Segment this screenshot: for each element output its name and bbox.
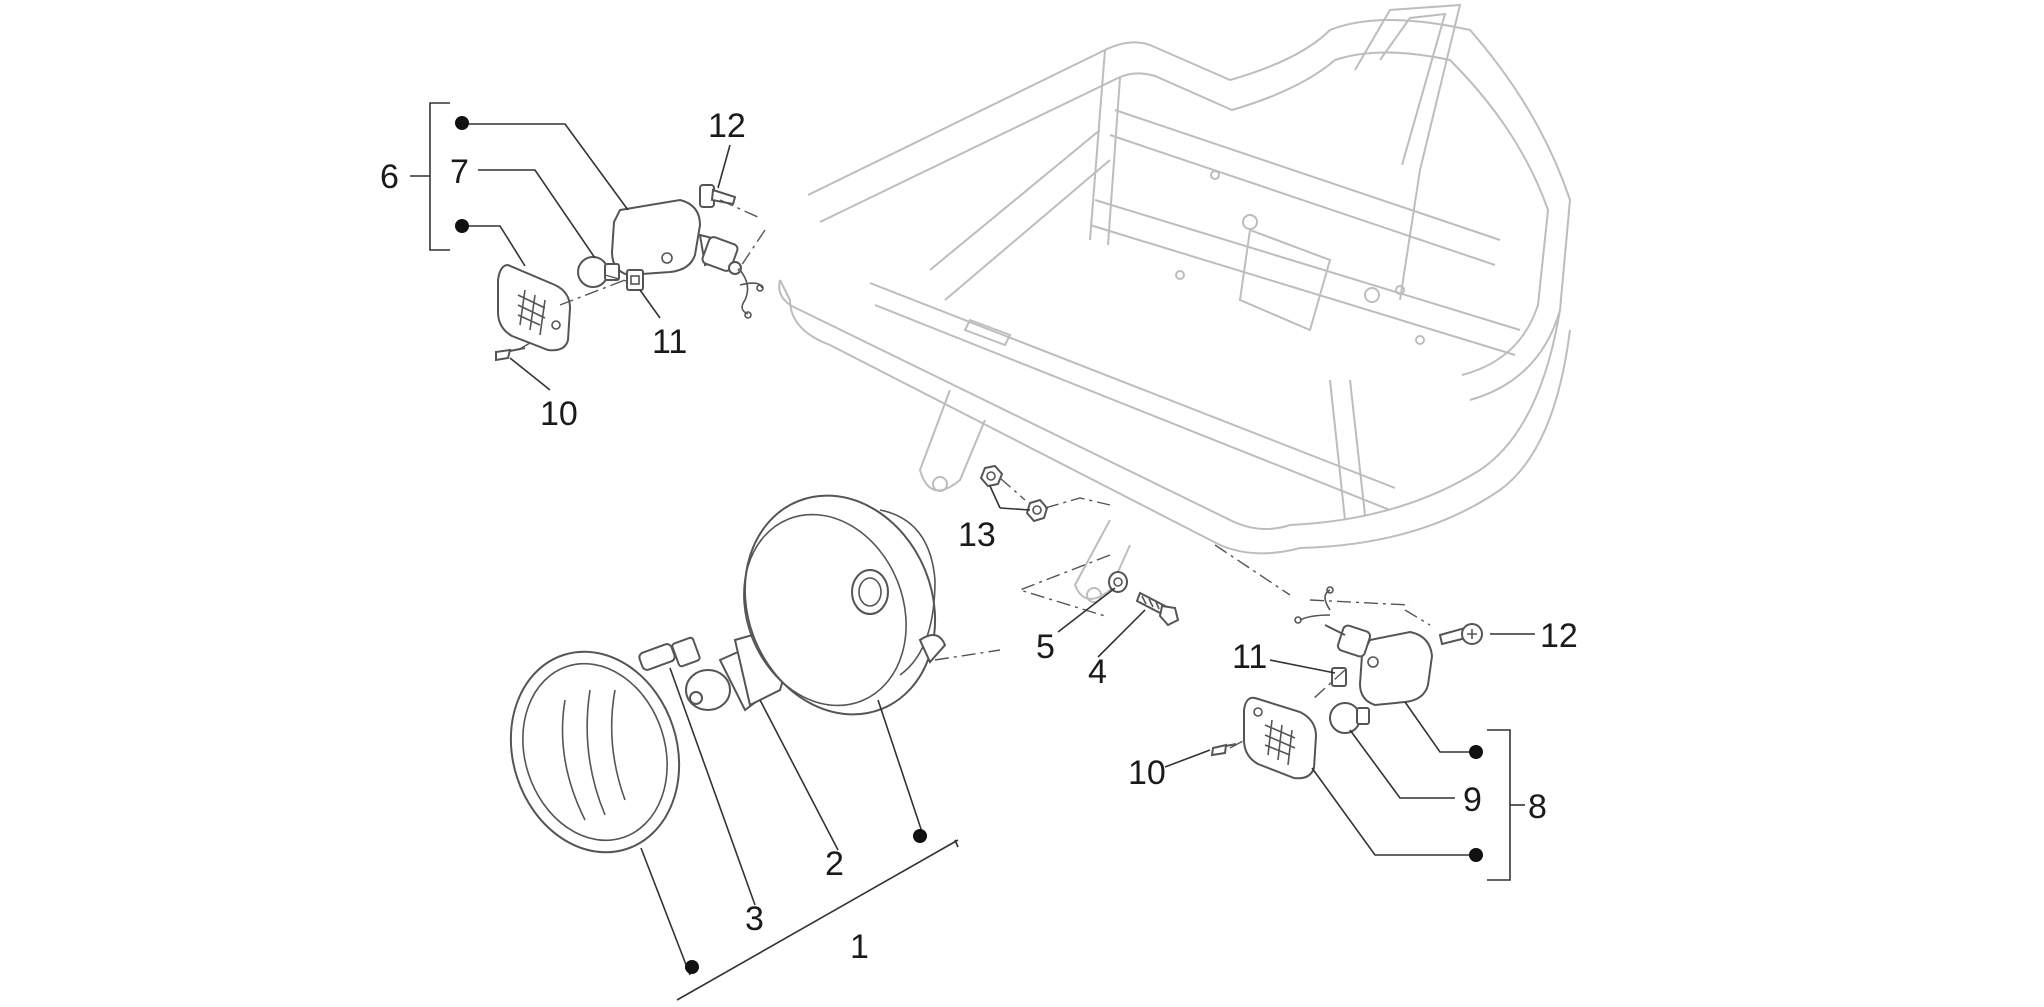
left-clip-nut (626, 269, 644, 291)
left-bolt (699, 184, 737, 208)
right-screw (1210, 743, 1237, 757)
dot-8-lower (1469, 848, 1483, 862)
callout-3: 3 (745, 900, 764, 938)
left-turn-bulb (577, 256, 620, 288)
callout-dots (455, 116, 1483, 974)
callout-10-left: 10 (540, 395, 578, 433)
washer (1108, 571, 1128, 593)
dot-6-lower (455, 219, 469, 233)
callout-4: 4 (1088, 653, 1107, 691)
assembly-lines (517, 199, 1431, 749)
right-turn-signal (1294, 586, 1434, 707)
callout-8: 8 (1528, 788, 1547, 826)
right-bolt (1438, 623, 1483, 646)
right-turn-bulb (1329, 702, 1370, 734)
callout-labels: 1 2 3 4 5 6 7 8 9 10 10 11 11 12 12 13 (380, 107, 1578, 966)
callout-11-right: 11 (1232, 638, 1267, 676)
headlamp-housing (743, 494, 947, 716)
parking-bulb (638, 636, 701, 671)
callout-1: 1 (850, 928, 869, 966)
left-turn-lens (497, 263, 572, 352)
callout-11-left: 11 (652, 323, 687, 361)
headlamp-lens-ring (509, 650, 681, 854)
dot-1-left (685, 960, 699, 974)
nut-lower (1025, 498, 1049, 523)
leader-lines (410, 102, 1535, 1001)
callout-6: 6 (380, 158, 399, 196)
callout-5: 5 (1036, 628, 1055, 666)
callout-12-right: 12 (1540, 617, 1578, 655)
dot-1-right (913, 829, 927, 843)
right-turn-lens (1243, 696, 1318, 780)
callout-9: 9 (1463, 781, 1482, 819)
dot-6-upper (455, 116, 469, 130)
callout-2: 2 (825, 845, 844, 883)
nut-upper (979, 464, 1004, 488)
mounting-bolt (1135, 591, 1180, 627)
callout-7: 7 (450, 153, 469, 191)
dot-8-upper (1469, 745, 1483, 759)
callout-10-right: 10 (1128, 754, 1166, 792)
left-turn-signal (610, 198, 764, 319)
callout-12-left: 12 (708, 107, 746, 145)
callout-13: 13 (958, 516, 996, 554)
left-screw (495, 347, 526, 362)
front-luggage-rack (778, 3, 1572, 603)
